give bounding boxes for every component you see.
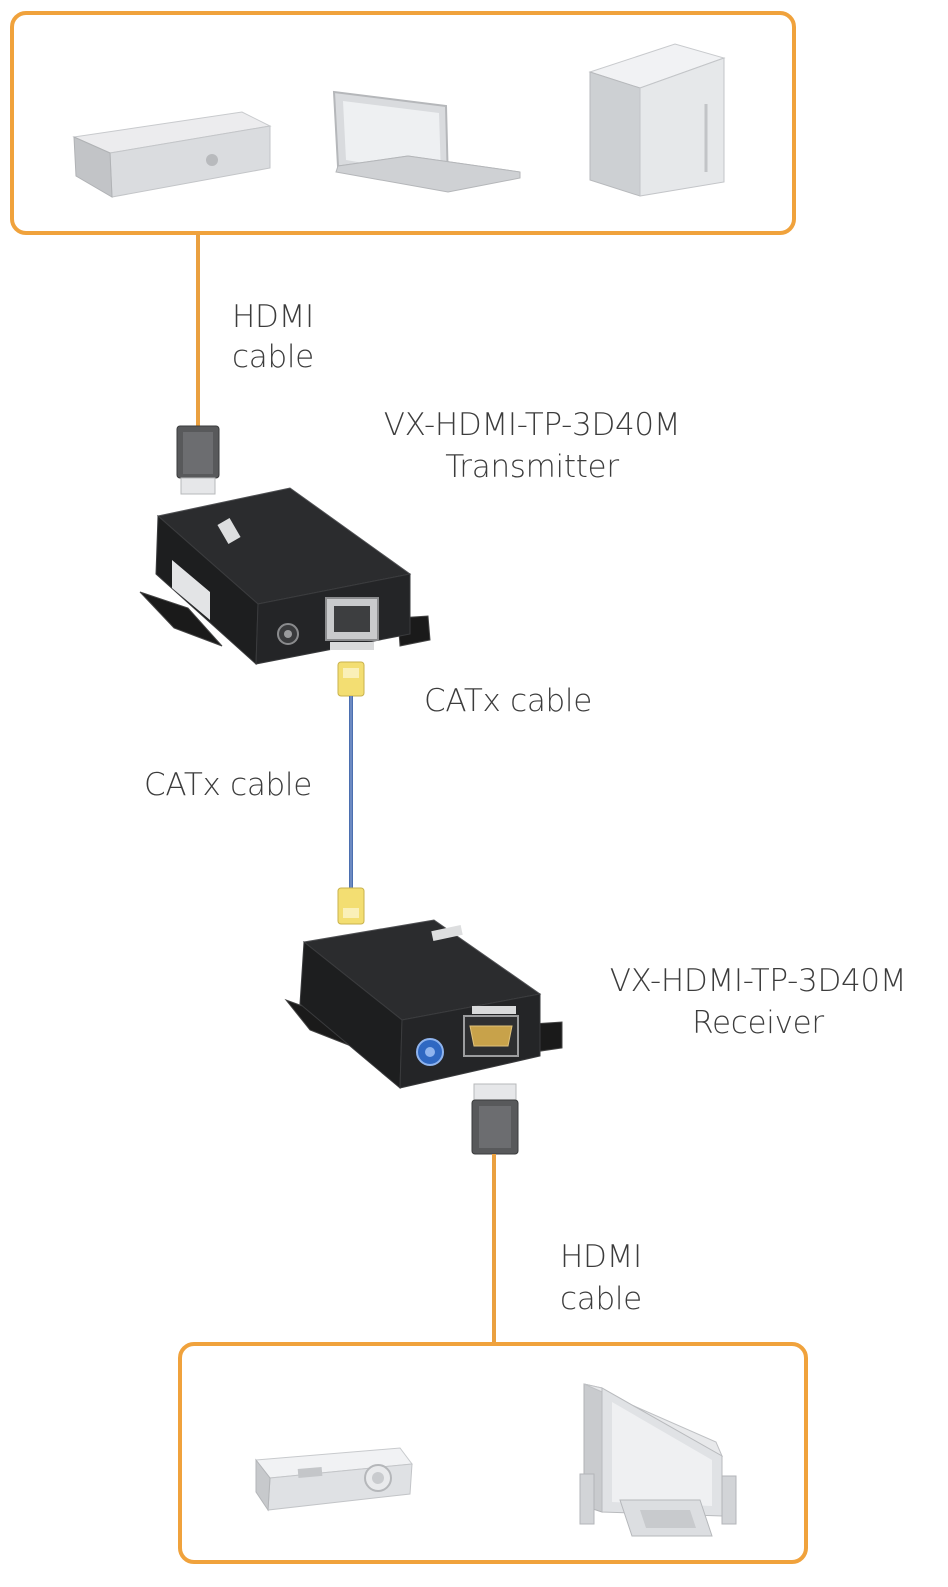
display-devices-frame — [178, 1342, 808, 1564]
catx-cable-left-label: CATx cable — [144, 767, 312, 803]
hdmi-plug-icon — [176, 425, 220, 495]
transmitter-unit — [139, 487, 431, 666]
catx-cable-right-label: CATx cable — [424, 683, 592, 719]
transmitter-model-label: VX-HDMI-TP-3D40M — [383, 407, 681, 443]
laptop-icon — [332, 90, 521, 193]
transmitter-role-label: Transmitter — [445, 449, 619, 485]
flat-panel-display-icon — [579, 1383, 737, 1537]
hdmi-cable-top-label-line2: cable — [232, 339, 314, 375]
hdmi-cable-top-label-line1: HDMI — [232, 299, 314, 335]
source-devices-frame — [10, 11, 796, 235]
set-top-box-icon — [72, 111, 272, 198]
desktop-tower-icon — [588, 43, 726, 197]
hdmi-plug-icon — [471, 1083, 519, 1155]
hdmi-cable-bottom-label-line2: cable — [560, 1281, 642, 1317]
projector-icon — [255, 1447, 413, 1512]
receiver-role-label: Receiver — [692, 1005, 824, 1041]
rj45-plug-icon — [337, 661, 365, 697]
rj45-plug-icon — [337, 887, 365, 925]
receiver-unit — [284, 919, 563, 1090]
hdmi-cable-bottom-label-line1: HDMI — [560, 1239, 642, 1275]
receiver-model-label: VX-HDMI-TP-3D40M — [609, 963, 907, 999]
